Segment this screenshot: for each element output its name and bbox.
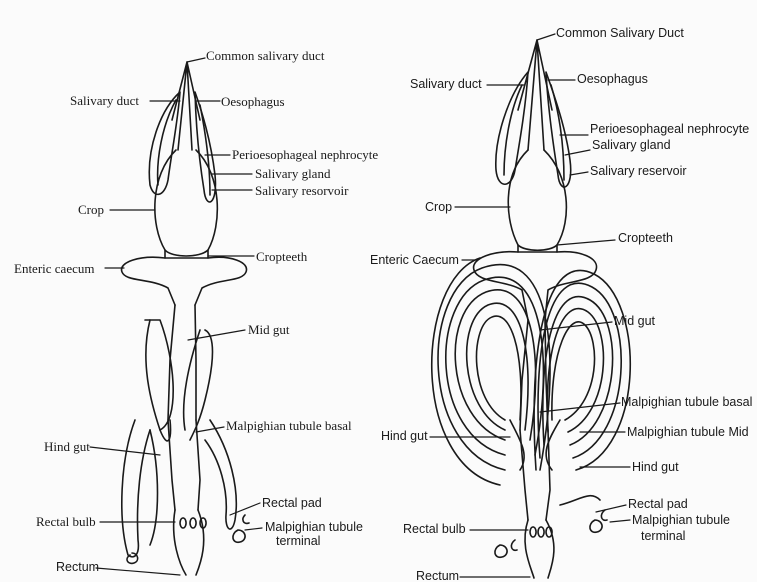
left-label-common-salivary-duct: Common salivary duct [206,49,324,62]
left-enteric-caecum [122,257,247,305]
right-alimentary-canal [432,40,631,578]
right-label-enteric-caecum: Enteric Caecum [370,254,459,267]
left-label-perioesophageal-nephrocyte: Perioesophageal nephrocyte [232,148,378,161]
left-label-salivary-duct: Salivary duct [70,94,139,107]
left-label-salivary-gland: Salivary gland [255,167,330,180]
right-label-perioesophageal-nephrocyte: Perioesophageal nephrocyte [590,123,749,136]
left-malpighian-loop-5 [122,420,150,557]
left-malpighian-loop-3 [190,330,213,440]
left-malpighian-loop-7 [205,420,236,529]
right-label-oesophagus: Oesophagus [577,73,648,86]
left-malpighian-loop-6 [150,430,158,545]
left-malpighian-loop-4 [184,330,200,430]
right-label-hind-gut-right: Hind gut [632,461,679,474]
left-rectal-bulb [174,510,204,575]
right-label-malpighian-tubule-mid: Malpighian tubule Mid [627,426,749,439]
right-label-malpighian-tubule-terminal-line1: Malpighian tubule [632,514,730,527]
right-terminal-coil-1 [495,545,507,557]
left-label-hind-gut: Hind gut [44,440,90,453]
left-label-rectal-bulb: Rectal bulb [36,515,96,528]
right-malpighian-coils-left [432,258,550,485]
left-label-rectal-pad: Rectal pad [262,497,322,510]
right-label-crop: Crop [425,201,452,214]
right-label-salivary-gland: Salivary gland [592,139,671,152]
left-label-salivary-resorvoir: Salivary resorvoir [255,184,349,197]
left-hind-gut [168,420,200,510]
right-label-malpighian-tubule-basal: Malpighian tubule basal [621,396,752,409]
left-label-enteric-caecum: Enteric caecum [14,262,94,275]
left-label-crop: Crop [78,203,104,216]
left-terminal-coil-3 [243,515,249,523]
right-label-mid-gut: Mid gut [614,315,655,328]
left-label-rectum: Rectum [56,561,99,574]
left-label-mid-gut: Mid gut [248,323,290,336]
right-terminal-coil-3 [590,520,602,532]
right-crop [508,150,566,250]
left-crop [155,150,217,256]
right-terminal-coil-2 [511,540,517,550]
right-rectal-pads [530,527,552,537]
right-label-rectal-bulb: Rectal bulb [403,523,466,536]
left-label-cropteeth: Cropteeth [256,250,307,263]
right-label-cropteeth: Cropteeth [618,232,673,245]
right-terminal-tubule [560,496,600,505]
right-label-hind-gut-left: Hind gut [381,430,428,443]
left-label-malpighian-tubule-terminal-line2: terminal [276,535,320,548]
left-label-oesophagus: Oesophagus [221,95,285,108]
left-label-malpighian-tubule-basal: Malpighian tubule basal [226,419,352,432]
left-alimentary-canal [122,62,249,575]
right-terminal-coil-4 [601,510,607,520]
right-label-malpighian-tubule-terminal-line2: terminal [641,530,685,543]
right-label-salivary-duct: Salivary duct [410,78,482,91]
right-label-salivary-reservoir: Salivary reservoir [590,165,687,178]
right-label-common-salivary-duct: Common Salivary Duct [556,27,684,40]
left-terminal-coil-2 [233,530,245,542]
left-salivary-gland-right-inner [200,105,210,195]
right-leader-lines [430,34,630,577]
left-label-malpighian-tubule-terminal-line1: Malpighian tubule [265,521,363,534]
right-label-rectum: Rectum [416,570,459,583]
right-label-rectal-pad: Rectal pad [628,498,688,511]
right-salivary-gland-right-inner [551,85,564,180]
